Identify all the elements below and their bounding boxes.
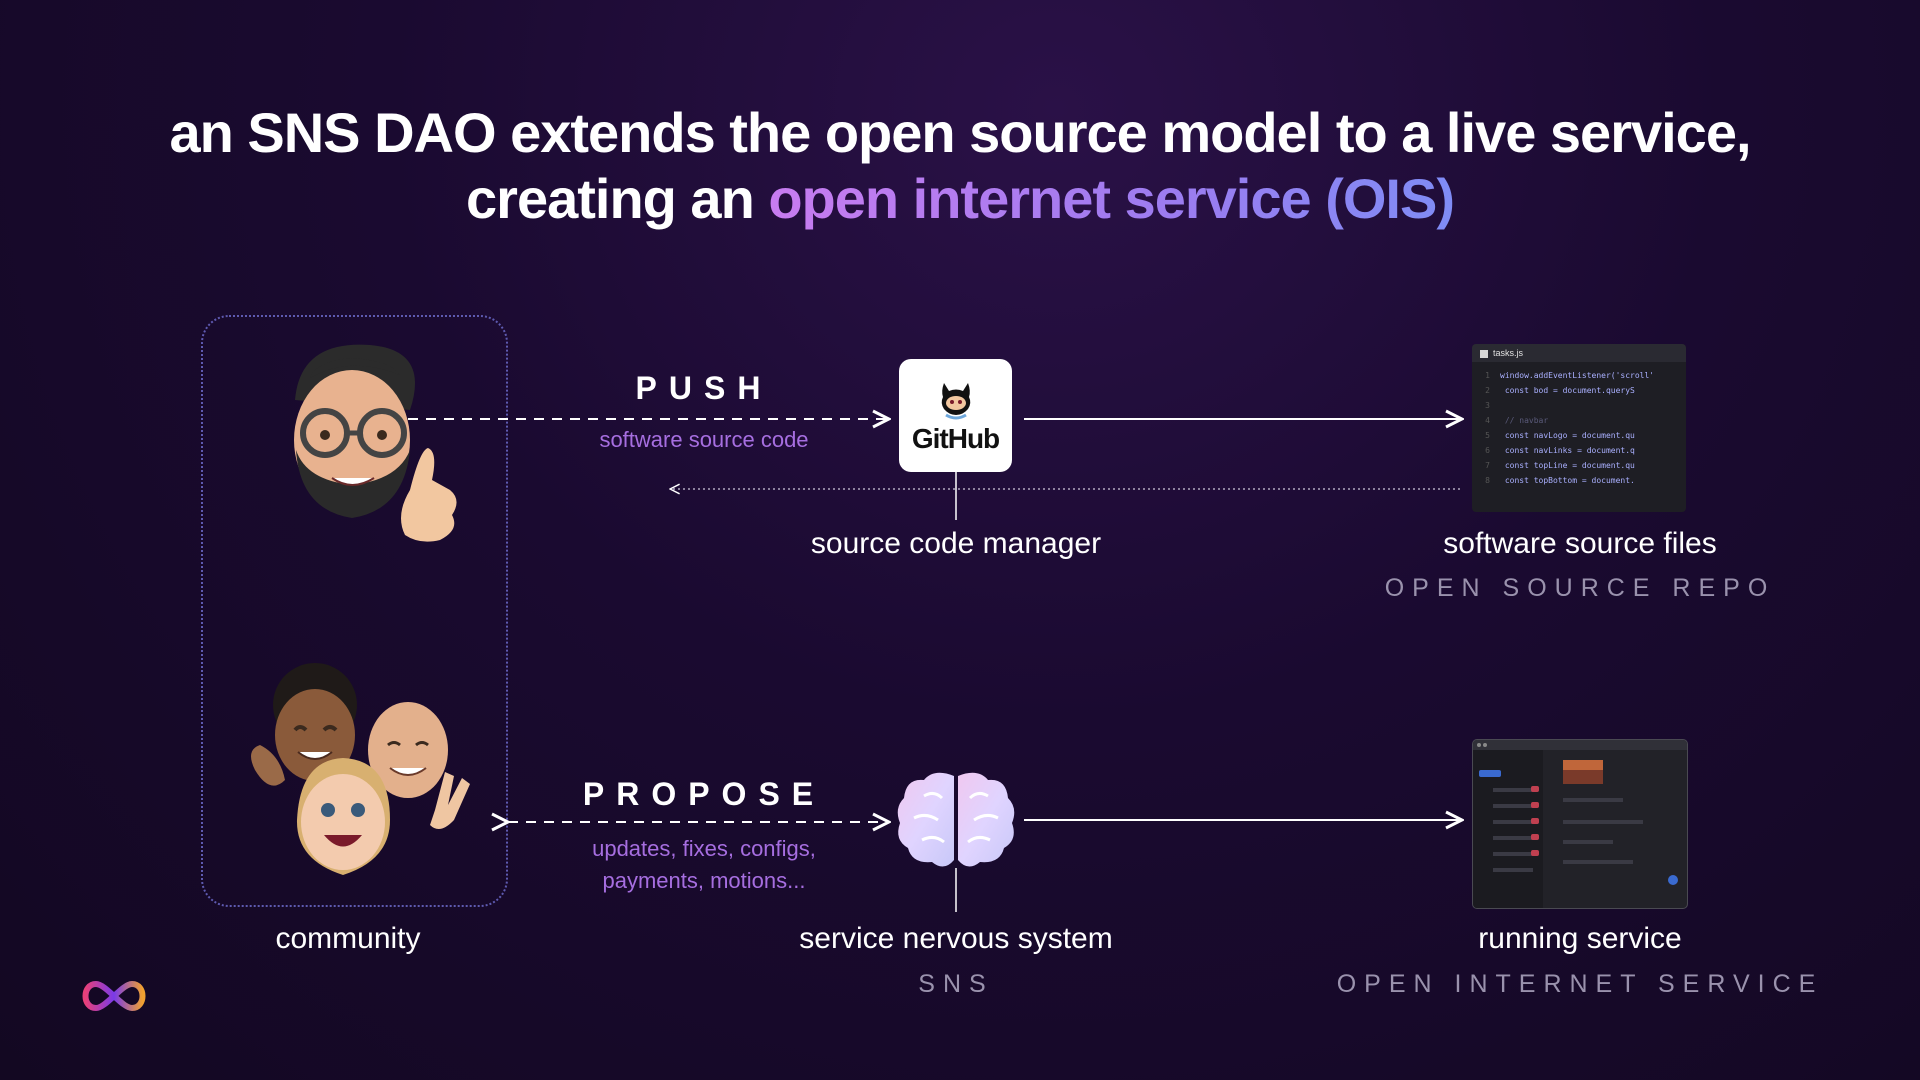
- propose-sublabel: updates, fixes, configs, payments, motio…: [540, 833, 868, 897]
- running-service-thumbnail: [1472, 739, 1688, 909]
- code-line: 3: [1485, 401, 1490, 410]
- open-internet-service-caption: OPEN INTERNET SERVICE: [1336, 970, 1824, 998]
- software-source-files-label: software source files: [1443, 527, 1717, 560]
- push-label: PUSH: [635, 370, 773, 406]
- community-label: community: [275, 922, 421, 955]
- brain-icon: [897, 772, 1015, 867]
- chat-app-mockup: [1473, 740, 1687, 908]
- propose-label: PROPOSE: [582, 776, 826, 812]
- code-line: 4 // navbar: [1485, 416, 1549, 425]
- community-box: [201, 315, 508, 907]
- open-source-repo-caption: OPEN SOURCE REPO: [1384, 574, 1776, 602]
- slide-title: an SNS DAO extends the open source model…: [0, 100, 1920, 232]
- propose-sublabel-line-1: updates, fixes, configs,: [592, 836, 816, 861]
- code-file-name: tasks.js: [1493, 348, 1524, 358]
- code-line: 5 const navLogo = document.qu: [1485, 431, 1635, 440]
- title-line-2-prefix: creating an: [466, 167, 769, 230]
- code-line: 7 const topLine = document.qu: [1485, 461, 1635, 470]
- infinity-logo-icon: [82, 980, 146, 1012]
- bearded-man-avatar: [294, 344, 457, 542]
- github-card: GitHub: [899, 359, 1012, 472]
- propose-sublabel-line-2: payments, motions...: [602, 868, 806, 893]
- title-accent: open internet service (OIS): [768, 167, 1455, 230]
- code-line: 2 const bod = document.queryS: [1485, 386, 1635, 395]
- github-wordmark: GitHub: [911, 422, 1000, 454]
- js-file-icon: [1480, 349, 1488, 358]
- service-nervous-system-label: service nervous system: [799, 922, 1113, 955]
- source-code-manager-label: source code manager: [810, 527, 1102, 560]
- code-line: 6 const navLinks = document.q: [1485, 446, 1635, 455]
- title-line-1: an SNS DAO extends the open source model…: [169, 101, 1751, 164]
- push-sublabel: software source code: [599, 427, 809, 452]
- community-group-avatars: [251, 663, 470, 875]
- code-file-tab: tasks.js: [1472, 344, 1686, 362]
- code-line: 8 const topBottom = document.: [1485, 476, 1635, 485]
- sns-caption: SNS: [918, 970, 994, 998]
- title-line-2: creating an open internet service (OIS): [0, 166, 1920, 232]
- octocat-icon: [941, 382, 970, 419]
- running-service-label: running service: [1478, 922, 1682, 955]
